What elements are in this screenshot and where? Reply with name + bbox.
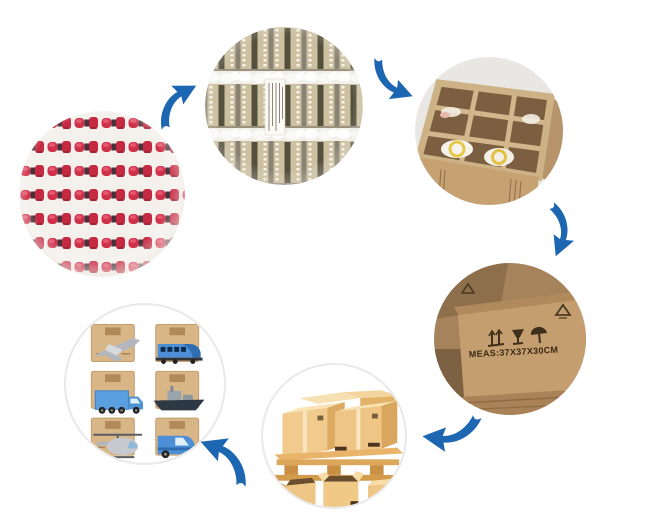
wrapped-items <box>440 107 540 166</box>
step4-master-carton-photo: MEAS:37X37X30CM <box>434 263 586 415</box>
truck-icon <box>94 390 144 414</box>
fragile-icon <box>512 329 524 345</box>
this-way-up-icon <box>487 328 505 347</box>
arrow-step4-to-step5-icon <box>416 403 487 459</box>
master-carton-icon <box>434 263 586 415</box>
arrow-step1-to-step2-icon <box>142 74 212 136</box>
step5-palletized-boxes-illustration <box>261 363 407 509</box>
arrow-step2-to-step3-icon <box>359 52 425 108</box>
step3-partitioned-carton-photo <box>415 57 563 205</box>
pallet-boxes-icon <box>274 390 404 507</box>
step1-bulk-adapters-photo <box>19 111 185 277</box>
stacked-boxes <box>282 390 398 457</box>
train-icon <box>155 344 203 365</box>
shipping-symbols <box>487 326 547 347</box>
partitioned-carton-icon <box>415 57 563 205</box>
step6-transport-modes-illustration <box>64 303 226 465</box>
recycle-icon <box>460 282 476 294</box>
step2-foam-wrapped-modules-photo <box>205 27 363 185</box>
wrapped-modules-icon <box>205 27 363 185</box>
keep-dry-icon <box>530 326 547 344</box>
ship-icon <box>153 385 205 411</box>
recycle-icon <box>554 303 572 319</box>
transport-modes-icon <box>90 323 205 459</box>
helicopter-icon <box>93 433 143 459</box>
arrow-step5-to-step6-icon <box>186 428 263 494</box>
van-icon <box>157 435 196 459</box>
red-adapter-grid-icon <box>19 111 185 277</box>
arrow-step3-to-step4-icon <box>528 196 588 264</box>
